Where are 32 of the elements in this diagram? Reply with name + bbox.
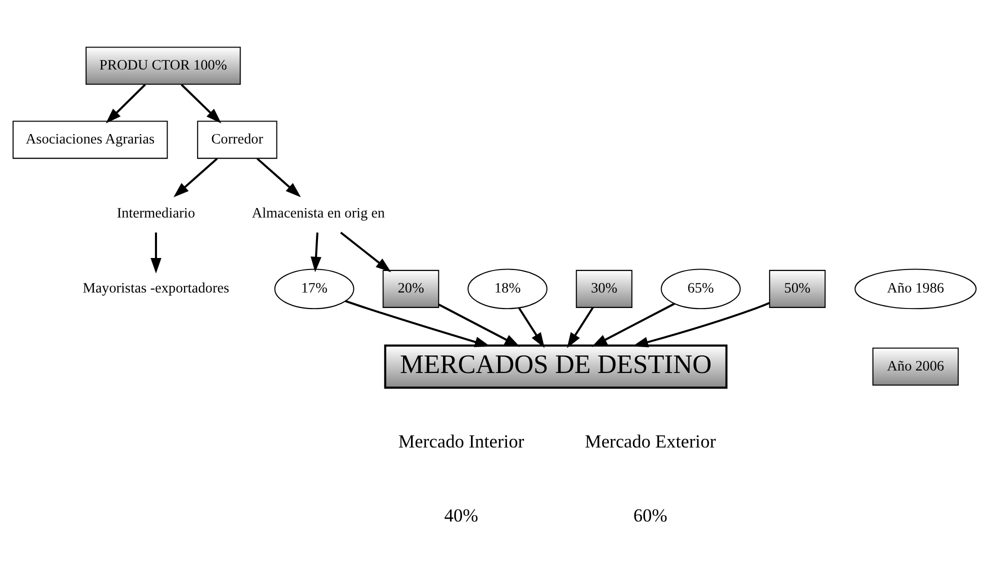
arrow bbox=[632, 301, 770, 347]
arrow bbox=[173, 157, 218, 197]
arrow bbox=[591, 302, 674, 346]
arrow bbox=[180, 83, 221, 123]
label: Mercado Interior bbox=[398, 432, 524, 452]
arrow bbox=[150, 232, 161, 273]
arrow bbox=[344, 300, 490, 347]
arrow bbox=[566, 306, 594, 348]
node-box: Corredor bbox=[196, 120, 277, 158]
node-text: Mayoristas -exportadores bbox=[82, 280, 229, 296]
node-ellipse: 17% bbox=[274, 268, 354, 309]
node-ellipse: Año 1986 bbox=[854, 268, 976, 309]
node-ellipse: 18% bbox=[467, 268, 547, 309]
arrow bbox=[105, 83, 146, 123]
label: Mercado Exterior bbox=[584, 432, 716, 452]
node-box: PRODU CTOR 100% bbox=[85, 46, 240, 84]
label: 60% bbox=[632, 506, 667, 526]
node-text: Intermediario bbox=[116, 205, 195, 222]
label: 40% bbox=[444, 506, 478, 526]
node-box: MERCADOS DE DESTINO bbox=[384, 344, 727, 388]
arrow bbox=[340, 231, 391, 272]
arrow bbox=[310, 232, 321, 272]
arrow bbox=[518, 306, 544, 348]
node-box: Año 2006 bbox=[872, 347, 958, 386]
node-box: 50% bbox=[768, 269, 826, 308]
node-text: Almacenista en orig en bbox=[251, 205, 384, 222]
arrow bbox=[256, 157, 300, 197]
node-box: 20% bbox=[382, 269, 439, 308]
node-box: 30% bbox=[575, 269, 632, 308]
arrow bbox=[438, 303, 520, 346]
node-box: Asociaciones Agrarias bbox=[12, 120, 168, 158]
node-ellipse: 65% bbox=[660, 268, 740, 309]
